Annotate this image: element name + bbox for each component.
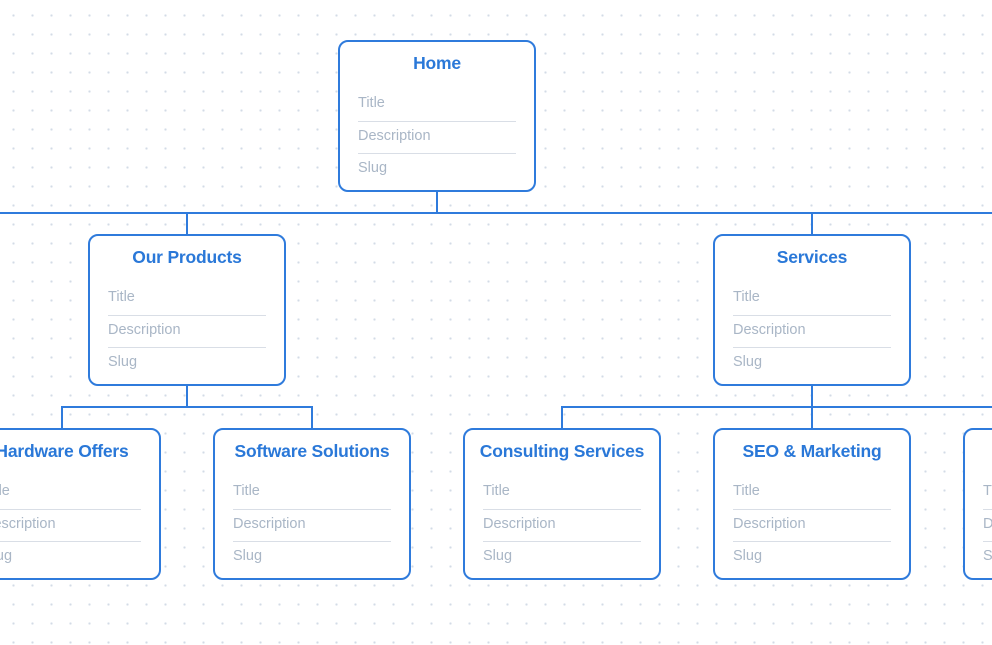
node-field-description: Description — [733, 315, 891, 347]
node-field-description: Description — [733, 509, 891, 541]
node-field-description: Description — [983, 509, 992, 541]
node-field-slug: Slug — [983, 541, 992, 573]
node-field-slug: Slug — [733, 347, 891, 379]
node-title: Home — [413, 53, 461, 73]
node-title: W — [965, 441, 992, 462]
node-field-slug: Slug — [0, 541, 141, 573]
node-field-title: Title — [233, 483, 260, 499]
node-field-description: Description — [233, 509, 391, 541]
node-field-title: Title — [358, 95, 385, 111]
node-title: Our Products — [132, 247, 242, 267]
node-field-title: Title — [483, 483, 510, 499]
node-field-slug: Slug — [358, 153, 516, 185]
node-field-title: Title — [983, 483, 992, 499]
node-title: Services — [776, 247, 848, 267]
node-title: Consulting Services — [479, 441, 645, 461]
page-node-hardware-offers[interactable]: Hardware OffersTitleDescriptionSlug — [0, 428, 161, 580]
node-field-slug: Slug — [233, 541, 391, 573]
node-field-slug: Slug — [483, 541, 641, 573]
node-field-title: Title — [733, 289, 760, 305]
node-field-title: Title — [733, 483, 760, 499]
node-field-description: Description — [358, 121, 516, 153]
node-field-description: Description — [0, 509, 141, 541]
node-field-slug: Slug — [108, 347, 266, 379]
node-field-slug: Slug — [733, 541, 891, 573]
node-field-title: Title — [0, 483, 10, 499]
node-field-description: Description — [483, 509, 641, 541]
node-title: SEO & Marketing — [742, 441, 882, 461]
node-field-description: Description — [108, 315, 266, 347]
node-field-title: Title — [108, 289, 135, 305]
node-title: Software Solutions — [234, 441, 390, 461]
node-title: Hardware Offers — [0, 441, 129, 461]
